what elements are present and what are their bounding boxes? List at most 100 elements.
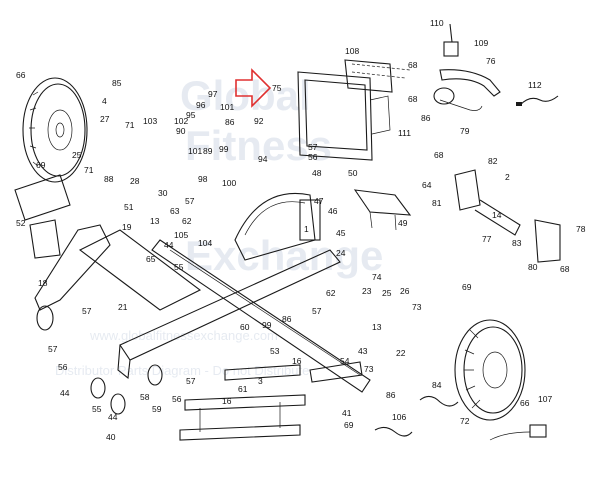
part-label-71b: 71: [84, 165, 94, 175]
part-label-57a: 57: [185, 196, 195, 206]
part-label-58: 58: [140, 392, 150, 402]
console-part: [297, 59, 411, 161]
part-label-107: 107: [538, 394, 552, 404]
part-label-24: 24: [336, 248, 346, 258]
part-label-68a: 68: [408, 60, 418, 70]
part-label-99a: 99: [219, 144, 229, 154]
part-label-76: 76: [486, 56, 496, 66]
part-label-94: 94: [258, 154, 268, 164]
part-label-83: 83: [512, 238, 522, 248]
part-label-61: 61: [238, 384, 248, 394]
part-label-66b: 66: [520, 398, 530, 408]
part-label-96: 96: [196, 100, 206, 110]
part-label-19: 19: [122, 222, 132, 232]
part-label-92: 92: [254, 116, 264, 126]
part-label-52: 52: [16, 218, 26, 228]
part-label-44b: 44: [60, 388, 70, 398]
part-label-4a: 4: [102, 96, 107, 106]
part-label-109: 109: [474, 38, 488, 48]
part-label-95: 95: [186, 110, 196, 120]
shroud-housing-part: [234, 192, 321, 261]
part-label-84: 84: [432, 380, 442, 390]
part-label-68d: 68: [560, 264, 570, 274]
part-label-57d: 57: [312, 306, 322, 316]
part-label-43: 43: [358, 346, 368, 356]
part-label-62b: 62: [326, 288, 336, 298]
part-label-13b: 13: [372, 322, 382, 332]
part-label-85: 85: [112, 78, 122, 88]
part-label-101a: 101: [220, 102, 234, 112]
part-label-50: 50: [348, 168, 358, 178]
part-label-71a: 71: [125, 120, 135, 130]
part-label-73a: 73: [412, 302, 422, 312]
part-label-112: 112: [528, 80, 542, 90]
part-label-55b: 55: [92, 404, 102, 414]
part-label-86a: 86: [225, 117, 235, 127]
part-label-77: 77: [482, 234, 492, 244]
part-label-111: 111: [398, 128, 411, 138]
part-label-16b: 16: [292, 356, 302, 366]
part-label-57e: 57: [48, 344, 58, 354]
part-label-108: 108: [345, 46, 359, 56]
part-label-46: 46: [328, 206, 338, 216]
part-label-53: 53: [270, 346, 280, 356]
part-label-68b: 68: [408, 94, 418, 104]
part-label-99b: 99: [262, 320, 272, 330]
part-label-105: 105: [174, 230, 188, 240]
part-label-82: 82: [488, 156, 498, 166]
part-label-110: 110: [430, 18, 444, 28]
part-label-86d: 86: [386, 390, 396, 400]
watermark-line3: Exchange: [185, 232, 383, 279]
fan-wheel-part: [454, 319, 526, 421]
part-label-25a: 25: [72, 150, 82, 160]
part-label-45: 45: [336, 228, 346, 238]
part-label-69c: 69: [462, 282, 472, 292]
cables-part: [374, 395, 547, 441]
seat-part: [353, 189, 412, 231]
part-label-40: 40: [106, 432, 116, 442]
part-label-68c: 68: [434, 150, 444, 160]
part-label-56a: 56: [308, 152, 318, 162]
part-label-26: 26: [400, 286, 410, 296]
callout-label-75: 75: [272, 83, 282, 93]
part-label-63: 63: [170, 206, 180, 216]
part-label-16: 16: [222, 396, 232, 406]
part-label-54: 54: [340, 356, 350, 366]
part-label-60: 60: [240, 322, 250, 332]
part-label-89: 89: [203, 146, 213, 156]
part-label-72: 72: [460, 416, 470, 426]
handlebar-part: [433, 23, 501, 111]
part-label-57f: 57: [186, 376, 196, 386]
part-label-65: 65: [146, 254, 156, 264]
footrest-part: [14, 174, 111, 331]
part-label-13a: 13: [150, 216, 160, 226]
part-label-98: 98: [198, 174, 208, 184]
part-label-66a: 66: [16, 70, 26, 80]
part-label-55a: 55: [174, 262, 184, 272]
main-frame-part: [78, 229, 371, 393]
part-label-103: 103: [143, 116, 157, 126]
part-label-102: 102: [174, 116, 188, 126]
part-label-86b: 86: [421, 113, 431, 123]
part-label-57c: 57: [82, 306, 92, 316]
belt-strap-part: [179, 394, 306, 441]
part-label-44a: 44: [164, 240, 174, 250]
part-label-74: 74: [372, 272, 382, 282]
part-label-14: 14: [492, 210, 502, 220]
part-label-56b: 56: [58, 362, 68, 372]
part-label-97: 97: [208, 89, 218, 99]
part-label-23: 23: [362, 286, 372, 296]
part-label-48: 48: [312, 168, 322, 178]
part-label-88: 88: [104, 174, 114, 184]
wheels-part: [90, 364, 163, 415]
part-label-69a: 69: [36, 160, 46, 170]
rear-stabilizer-part: [454, 169, 561, 263]
cable-112: [516, 95, 559, 106]
part-label-69b: 69: [344, 420, 354, 430]
part-label-25b: 25: [382, 288, 392, 298]
part-label-28: 28: [130, 176, 140, 186]
part-label-106: 106: [392, 412, 406, 422]
part-label-90: 90: [176, 126, 186, 136]
